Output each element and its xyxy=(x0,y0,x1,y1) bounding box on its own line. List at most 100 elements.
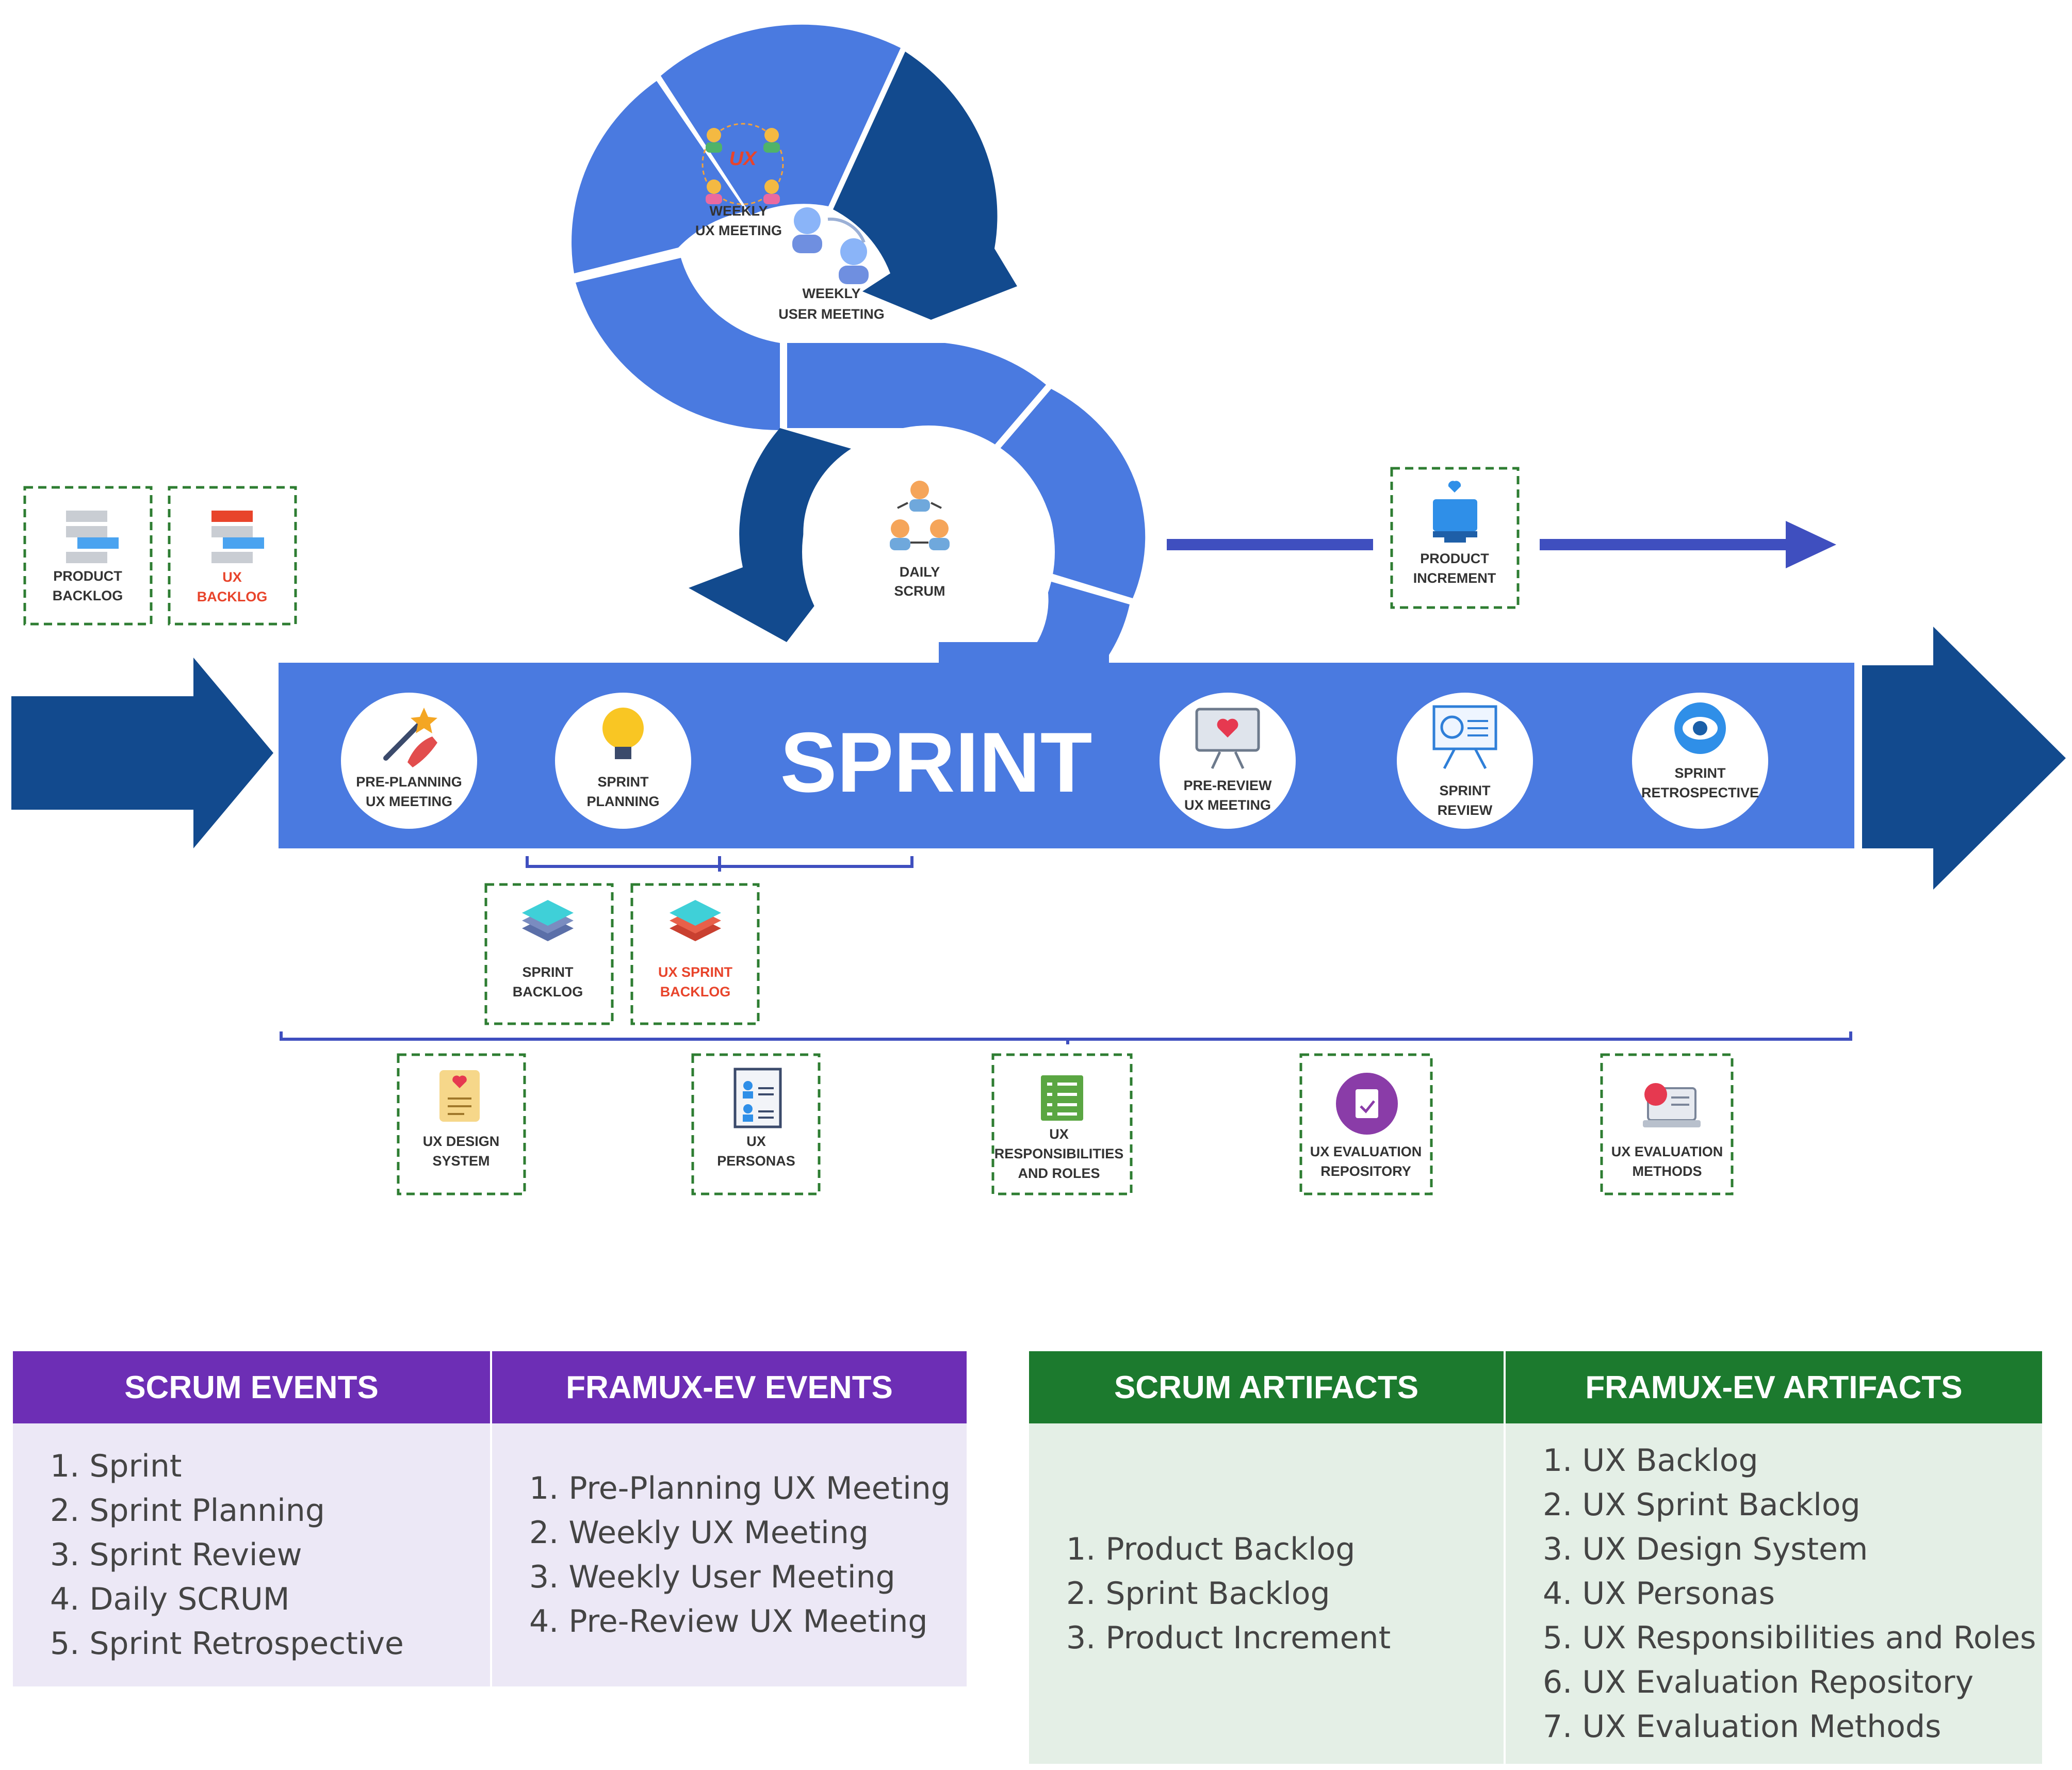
ux-design-system-card: UX DESIGN SYSTEM xyxy=(397,1053,526,1195)
ux-backlog-label-1: UX xyxy=(222,569,242,585)
ux-design-system-label-1: UX DESIGN xyxy=(423,1134,500,1149)
ux-backlog-card: UX BACKLOG xyxy=(168,486,297,626)
framux-artifacts-body: 1. UX Backlog 2. UX Sprint Backlog 3. UX… xyxy=(1506,1423,2042,1764)
weekly-ux-meeting-label-2: UX MEETING xyxy=(695,223,782,238)
product-increment-label-1: PRODUCT xyxy=(1420,551,1489,566)
sprint-backlog-label-1: SPRINT xyxy=(522,964,574,980)
artifacts-table: SCRUM ARTIFACTS 1. Product Backlog 2. Sp… xyxy=(1029,1351,2042,1764)
artifacts-bracket xyxy=(280,1031,1852,1044)
weekly-ux-meeting-node: UX WEEKLY UX MEETING xyxy=(695,123,784,238)
ux-evaluation-methods-card: UX EVALUATION METHODS xyxy=(1600,1053,1734,1195)
pre-planning-label-2: UX MEETING xyxy=(366,794,452,809)
framux-artifacts-column: FRAMUX-EV ARTIFACTS 1. UX Backlog 2. UX … xyxy=(1504,1351,2042,1764)
weekly-user-meeting-node: WEEKLY USER MEETING xyxy=(778,207,885,322)
daily-scrum-label-2: SCRUM xyxy=(894,583,945,599)
scrum-events-body: 1. Sprint 2. Sprint Planning 3. Sprint R… xyxy=(13,1423,490,1686)
ux-sprint-backlog-card: UX SPRINT BACKLOG xyxy=(630,883,760,1025)
list-item: 1. Pre-Planning UX Meeting xyxy=(529,1470,951,1506)
sprint-retrospective-label-1: SPRINT xyxy=(1674,765,1726,781)
pre-review-label-1: PRE-REVIEW xyxy=(1183,778,1272,793)
sprint-backlog-label-2: BACKLOG xyxy=(513,984,583,999)
increment-line-right xyxy=(1540,539,1790,550)
sprint-review-label-1: SPRINT xyxy=(1439,783,1491,798)
daily-scrum-label-1: DAILY xyxy=(900,564,940,580)
list-item: 3. UX Design System xyxy=(1543,1531,1868,1567)
pre-planning-label-1: PRE-PLANNING xyxy=(356,774,462,790)
list-item: 2. Sprint Planning xyxy=(50,1493,325,1529)
list-item: 2. UX Sprint Backlog xyxy=(1543,1487,1861,1523)
ux-design-system-label-2: SYSTEM xyxy=(432,1153,490,1169)
ux-backlog-label-2: BACKLOG xyxy=(197,589,268,604)
weekly-ux-meeting-label-1: WEEKLY xyxy=(709,203,768,219)
product-increment-label-2: INCREMENT xyxy=(1413,570,1496,586)
list-item: 6. UX Evaluation Repository xyxy=(1543,1664,1974,1700)
sprint-review-label-2: REVIEW xyxy=(1438,802,1493,818)
ux-responsibilities-label-1: UX xyxy=(1049,1126,1069,1142)
ux-evaluation-repository-label-1: UX EVALUATION xyxy=(1310,1144,1422,1159)
ux-sprint-backlog-label-2: BACKLOG xyxy=(660,984,731,999)
pre-review-label-2: UX MEETING xyxy=(1184,797,1271,813)
list-item: 7. UX Evaluation Methods xyxy=(1543,1709,1942,1745)
ux-evaluation-methods-label-2: METHODS xyxy=(1633,1163,1702,1179)
list-item: 4. Daily SCRUM xyxy=(50,1581,290,1617)
scrum-artifacts-header: SCRUM ARTIFACTS xyxy=(1029,1351,1504,1423)
incoming-arrow xyxy=(11,658,273,848)
pre-review-ux-meeting-node: PRE-REVIEW UX MEETING xyxy=(1160,693,1296,829)
sprint-retrospective-label-2: RETROSPECTIVE xyxy=(1641,785,1759,800)
weekly-user-meeting-label-2: USER MEETING xyxy=(778,306,885,322)
scrum-events-column: SCRUM EVENTS 1. Sprint 2. Sprint Plannin… xyxy=(13,1351,490,1686)
list-item: 1. Product Backlog xyxy=(1066,1531,1356,1567)
sprint-review-node: SPRINT REVIEW xyxy=(1397,693,1533,829)
scrum-framux-diagram: SPRINT UX WEEKLY UX MEETING WEEKLY USER … xyxy=(11,24,2066,1195)
list-item: 3. Product Increment xyxy=(1066,1620,1391,1656)
sprint-retrospective-node: SPRINT RETROSPECTIVE xyxy=(1632,693,1768,829)
product-increment-card: PRODUCT INCREMENT xyxy=(1390,467,1520,609)
list-item: 2. Sprint Backlog xyxy=(1066,1576,1330,1612)
weekly-user-meeting-label-1: WEEKLY xyxy=(802,286,860,301)
pre-planning-ux-meeting-node: PRE-PLANNING UX MEETING xyxy=(341,693,477,829)
framux-artifacts-header: FRAMUX-EV ARTIFACTS xyxy=(1506,1351,2042,1423)
ux-responsibilities-label-3: AND ROLES xyxy=(1018,1166,1100,1181)
increment-line-left xyxy=(1167,539,1373,550)
outgoing-arrow xyxy=(1862,627,2066,890)
list-item: 5. Sprint Retrospective xyxy=(50,1626,404,1662)
sprint-planning-label-2: PLANNING xyxy=(587,794,660,809)
sprint-planning-label-1: SPRINT xyxy=(597,774,649,790)
framux-events-header: FRAMUX-EV EVENTS xyxy=(492,1351,967,1423)
ux-sprint-backlog-label-1: UX SPRINT xyxy=(658,964,733,980)
product-backlog-label-2: BACKLOG xyxy=(53,588,123,603)
sprint-planning-node: SPRINT PLANNING xyxy=(555,693,691,829)
ux-logo: UX xyxy=(729,148,758,170)
daily-loop-ring xyxy=(689,343,1146,678)
planning-bracket xyxy=(526,856,913,872)
scrum-artifacts-body: 1. Product Backlog 2. Sprint Backlog 3. … xyxy=(1029,1423,1504,1764)
weekly-loop-ring xyxy=(572,24,1017,431)
list-item: 1. Sprint xyxy=(50,1448,182,1484)
ux-evaluation-repository-card: UX EVALUATION REPOSITORY xyxy=(1299,1053,1433,1195)
ux-personas-label-2: PERSONAS xyxy=(717,1153,795,1169)
ux-evaluation-repository-label-2: REPOSITORY xyxy=(1320,1163,1411,1179)
list-item: 4. UX Personas xyxy=(1543,1576,1775,1612)
ux-personas-card: UX PERSONAS xyxy=(691,1053,821,1195)
daily-scrum-node: DAILY SCRUM xyxy=(890,481,950,599)
framux-events-body: 1. Pre-Planning UX Meeting 2. Weekly UX … xyxy=(492,1423,967,1686)
ux-responsibilities-card: UX RESPONSIBILITIES AND ROLES xyxy=(991,1053,1133,1195)
scrum-events-header: SCRUM EVENTS xyxy=(13,1351,490,1423)
product-backlog-card: PRODUCT BACKLOG xyxy=(23,486,153,626)
scrum-artifacts-column: SCRUM ARTIFACTS 1. Product Backlog 2. Sp… xyxy=(1029,1351,1504,1764)
list-item: 3. Sprint Review xyxy=(50,1537,302,1573)
list-item: 3. Weekly User Meeting xyxy=(529,1559,895,1595)
ux-evaluation-methods-label-1: UX EVALUATION xyxy=(1611,1144,1723,1159)
list-item: 1. UX Backlog xyxy=(1543,1443,1758,1479)
ux-personas-label-1: UX xyxy=(746,1134,766,1149)
list-item: 2. Weekly UX Meeting xyxy=(529,1515,869,1551)
ux-responsibilities-label-2: RESPONSIBILITIES xyxy=(994,1146,1124,1161)
events-table: SCRUM EVENTS 1. Sprint 2. Sprint Plannin… xyxy=(13,1351,967,1686)
list-item: 5. UX Responsibilities and Roles xyxy=(1543,1620,2036,1656)
sprint-backlog-card: SPRINT BACKLOG xyxy=(484,883,614,1025)
increment-arrowhead xyxy=(1786,521,1836,568)
sprint-title: SPRINT xyxy=(780,715,1092,810)
list-item: 4. Pre-Review UX Meeting xyxy=(529,1603,928,1640)
product-backlog-label-1: PRODUCT xyxy=(53,568,122,584)
sprint-band xyxy=(279,663,1854,848)
